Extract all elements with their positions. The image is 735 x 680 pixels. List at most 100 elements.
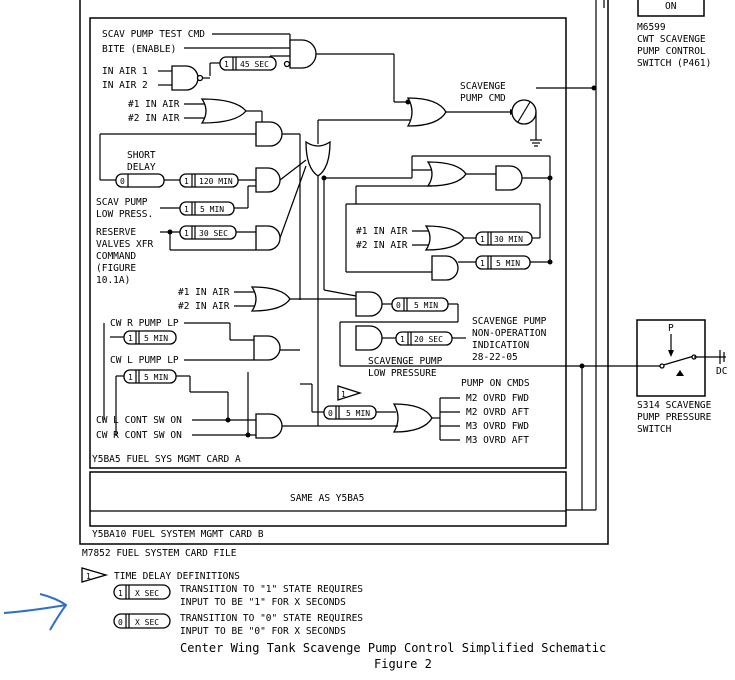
legend-timer-one (113, 584, 171, 600)
m6599-label: M6599 (637, 22, 666, 33)
nonop-label-3: INDICATION (472, 340, 529, 351)
scav-low-label-2: LOW PRESS. (96, 209, 153, 220)
or-gate-in-air-a (200, 98, 247, 124)
card-file-frame (79, 0, 609, 545)
on-label: ON (665, 1, 677, 12)
s314-p-label: P (668, 323, 674, 334)
timer-5e-one: 1 (128, 373, 133, 382)
timer-30m-label: 30 MIN (494, 235, 523, 244)
and-gate-right (495, 165, 523, 191)
timer-5f-label: 5 MIN (346, 409, 370, 418)
and-gate-20sec (355, 325, 383, 351)
same-as-label: SAME AS Y5BA5 (290, 493, 364, 504)
timer-5-min-d (123, 330, 177, 345)
scav-low-label: SCAV PUMP (96, 197, 148, 208)
timer-5c-label: 5 MIN (414, 301, 438, 310)
or-gate-latch (305, 140, 331, 177)
and-gate-cont-sw (255, 413, 283, 439)
timer-5f-zero: 0 (328, 409, 333, 418)
and-gate-cw-lp (253, 335, 281, 361)
timer-5e-label: 5 MIN (144, 373, 168, 382)
and-gate-nonop (355, 291, 383, 317)
nonop-label-4: 28-22-05 (472, 352, 518, 363)
no1-in-air-right: #1 IN AIR (356, 226, 408, 237)
timer-5a-one: 1 (184, 205, 189, 214)
and-gate-in-air (171, 65, 199, 91)
m2-ovrd-fwd-label: M2 OVRD FWD (466, 393, 529, 404)
legend-desc-1b: INPUT TO BE "1" FOR X SECONDS (180, 597, 346, 608)
timer-5b-one: 1 (480, 259, 485, 268)
card-b-frame (89, 471, 567, 527)
timer-30s-label: 30 SEC (199, 229, 228, 238)
timer-5d-label: 5 MIN (144, 334, 168, 343)
on-box (637, 0, 705, 17)
legend-zero-text: 0 (118, 618, 123, 627)
m6599-line4: SWITCH (P461) (637, 58, 711, 69)
and-gate-short-delay (255, 167, 281, 193)
legend-timer-zero (113, 613, 171, 629)
low-pressure-label-1: SCAVENGE PUMP (368, 356, 443, 367)
and-gate-test (289, 39, 317, 69)
cw-r-cont-label: CW R CONT SW ON (96, 430, 182, 441)
legend-xsec-2: X SEC (135, 618, 159, 627)
m2-ovrd-aft-label: M2 OVRD AFT (466, 407, 529, 418)
reserve-label: RESERVE (96, 227, 136, 238)
s314-label: S314 SCAVENGE (637, 400, 712, 411)
note-flag-text: 1 (341, 390, 346, 399)
no1-in-air-lower: #1 IN AIR (178, 287, 230, 298)
or-gate-in-air-b (424, 225, 465, 251)
or-gate-pump-on (392, 403, 433, 433)
in-air-2-label: IN AIR 2 (102, 80, 148, 91)
s314-switch-box (636, 319, 706, 397)
timer-20-one: 1 (400, 335, 405, 344)
nonop-label-1: SCAVENGE PUMP (472, 316, 547, 327)
card-a-label: Y5BA5 FUEL SYS MGMT CARD A (92, 454, 241, 465)
note-flag-1 (337, 385, 363, 401)
no2-in-air-label: #2 IN AIR (128, 113, 180, 124)
card-a-frame (89, 17, 567, 469)
short-label: SHORT (127, 150, 156, 161)
and-gate-5min (431, 255, 459, 281)
m3-ovrd-fwd-label: M3 OVRD FWD (466, 421, 529, 432)
or-gate-scavenge-cmd (406, 97, 447, 127)
legend-xsec-1: X SEC (135, 589, 159, 598)
legend-desc-0a: TRANSITION TO "0" STATE REQUIRES (180, 613, 363, 624)
and-gate-latch (255, 121, 283, 147)
s314-label-2: PUMP PRESSURE (637, 412, 712, 423)
no1-in-air-label: #1 IN AIR (128, 99, 180, 110)
in-air-1-label: IN AIR 1 (102, 66, 148, 77)
m6599-line2: CWT SCAVENGE (637, 34, 706, 45)
reserve-label-2: VALVES XFR (96, 239, 153, 250)
low-pressure-label-2: LOW PRESSURE (368, 368, 437, 379)
timer-5b-label: 5 MIN (496, 259, 520, 268)
timer-20-label: 20 SEC (414, 335, 443, 344)
short-delay-zero: 0 (120, 177, 125, 186)
legend-title: TIME DELAY DEFINITIONS (114, 571, 240, 582)
or-gate-right (426, 161, 467, 187)
cw-l-pump-lp-label: CW L PUMP LP (110, 355, 179, 366)
timer-30s-one: 1 (184, 229, 189, 238)
legend-one-text: 1 (118, 589, 123, 598)
legend-desc-1a: TRANSITION TO "1" STATE REQUIRES (180, 584, 363, 595)
and-gate-reserve (255, 225, 281, 251)
timer-5d-one: 1 (128, 334, 133, 343)
m3-ovrd-aft-label: M3 OVRD AFT (466, 435, 529, 446)
timer-120-label: 120 MIN (199, 177, 233, 186)
cw-l-cont-label: CW L CONT SW ON (96, 415, 182, 426)
dc-label: DC (716, 366, 727, 377)
s314-label-3: SWITCH (637, 424, 672, 435)
reserve-label-3: COMMAND (96, 251, 136, 262)
legend-desc-0b: INPUT TO BE "0" FOR X SECONDS (180, 626, 346, 637)
m6599-line3: PUMP CONTROL (637, 46, 706, 57)
delay-label: DELAY (127, 162, 156, 173)
legend-flag (81, 567, 109, 583)
bite-label: BITE (ENABLE) (102, 44, 176, 55)
pump-on-cmds-label: PUMP ON CMDS (461, 378, 530, 389)
no2-in-air-right: #2 IN AIR (356, 240, 408, 251)
timer-45-one: 1 (224, 60, 229, 69)
reserve-label-5: 10.1A) (96, 275, 130, 286)
timer-5c-zero: 0 (396, 301, 401, 310)
scav-pump-test-label: SCAV PUMP TEST CMD (102, 29, 205, 40)
cw-r-pump-lp-label: CW R PUMP LP (110, 318, 179, 329)
timer-5a-label: 5 MIN (200, 205, 224, 214)
